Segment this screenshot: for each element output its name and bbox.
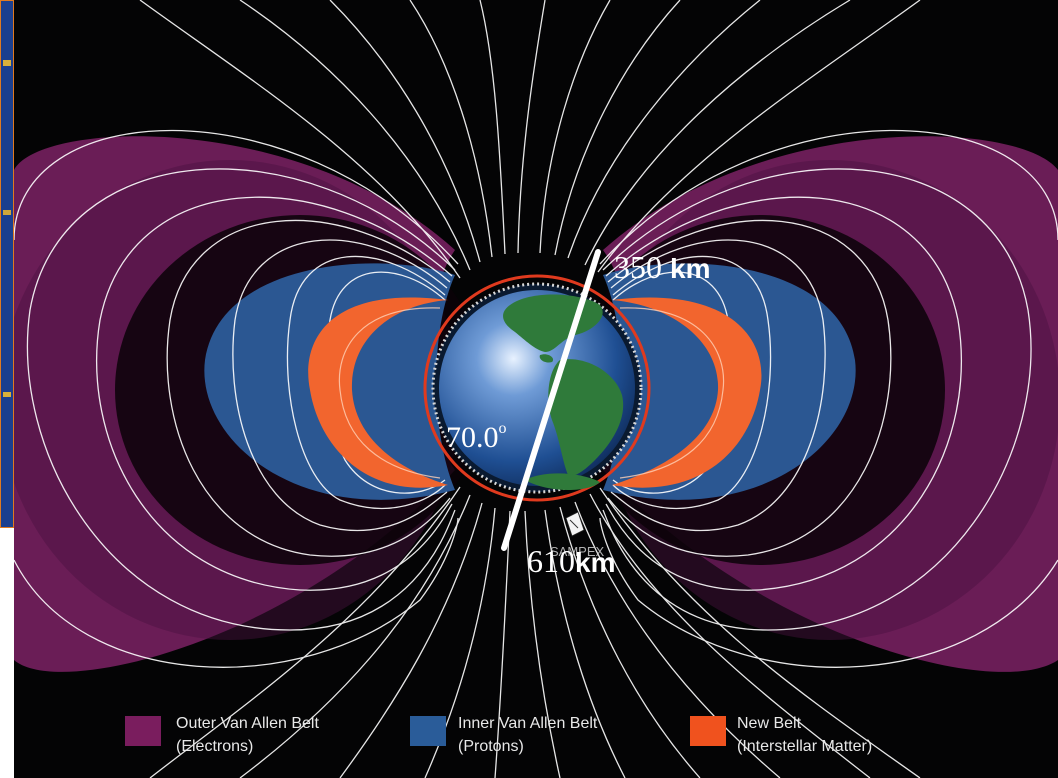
legend-swatch-new — [690, 716, 726, 746]
inclination-degree: o — [499, 420, 507, 437]
satellite-label: SAMPEX — [550, 544, 605, 559]
bottom-altitude-value: 610 — [527, 543, 575, 579]
bottom-altitude-unit: km — [575, 547, 615, 578]
earth — [423, 274, 651, 502]
legend: Outer Van Allen Belt (Electrons) Inner V… — [125, 715, 872, 755]
left-inset-strip — [0, 0, 14, 528]
legend-outer-line2: (Electrons) — [176, 738, 253, 755]
inclination-label: 70.0o — [446, 420, 507, 454]
satellite-icon — [565, 511, 585, 537]
legend-new-line2: (Interstellar Matter) — [737, 738, 872, 755]
top-altitude-label: 350 km — [614, 249, 710, 285]
legend-inner-line2: (Protons) — [458, 738, 524, 755]
new-belt — [308, 297, 762, 488]
top-altitude-value: 350 — [614, 249, 662, 285]
legend-swatch-outer — [125, 716, 161, 746]
orbit-inclination-line — [501, 249, 601, 551]
legend-new-line1: New Belt — [737, 715, 802, 732]
magnetic-field-lines — [14, 0, 1058, 778]
legend-inner-line1: Inner Van Allen Belt — [458, 715, 598, 732]
top-altitude-unit: km — [670, 253, 710, 284]
inclination-value: 70.0 — [446, 421, 499, 454]
legend-swatch-inner — [410, 716, 446, 746]
bottom-altitude-label: 610km — [527, 543, 615, 579]
legend-outer-line1: Outer Van Allen Belt — [176, 715, 319, 732]
